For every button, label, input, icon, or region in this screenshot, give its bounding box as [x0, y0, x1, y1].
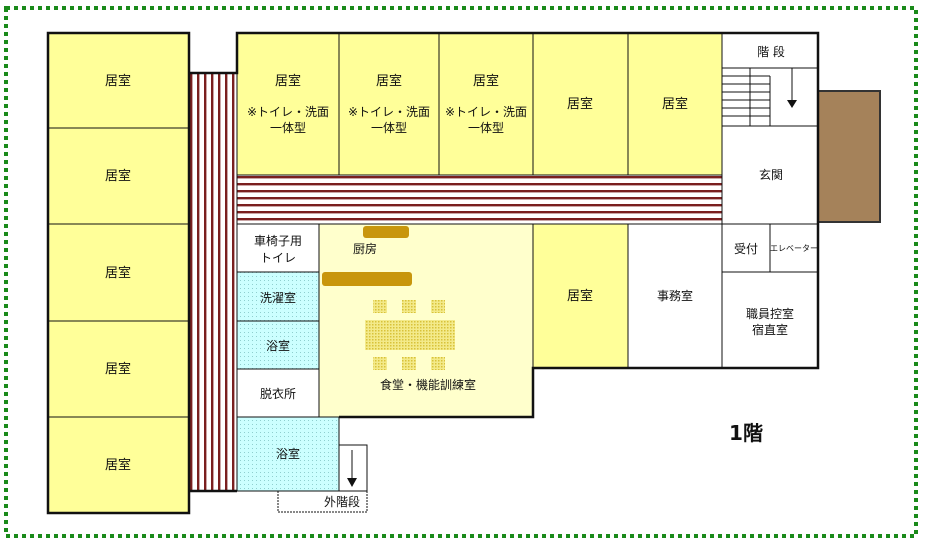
left-room-1: [47, 32, 190, 129]
left-room-column: 居室 居室 居室 居室 居室: [47, 32, 190, 514]
stairs-steps: [722, 67, 818, 134]
bath-room-1-label: 浴室: [266, 338, 290, 353]
top-room-1-note-1: ※トイレ・洗面: [247, 105, 329, 119]
top-room-2-note-1: ※トイレ・洗面: [348, 105, 430, 119]
top-room-1: [236, 32, 340, 176]
left-room-2: [47, 127, 190, 225]
accessible-toilet: [236, 223, 320, 273]
top-room-2-label: 居室: [376, 73, 402, 89]
outdoor-stairs-arrow-icon: [347, 478, 357, 487]
left-room-5-label: 居室: [105, 457, 131, 473]
stairs-label: 階 段: [757, 44, 785, 59]
chair: [373, 300, 387, 313]
dining-table: [365, 320, 455, 350]
kitchen-counter-bottom: [322, 272, 412, 286]
office-label: 事務室: [657, 288, 693, 303]
top-room-3-note-2: 一体型: [468, 121, 504, 135]
reception-label: 受付: [734, 242, 758, 256]
annex-block: [817, 90, 881, 223]
top-room-row: 居室 ※トイレ・洗面 一体型 居室 ※トイレ・洗面 一体型 居室 ※トイレ・洗面…: [236, 32, 723, 176]
left-room-1-label: 居室: [105, 73, 131, 89]
top-room-5-label: 居室: [662, 96, 688, 112]
top-room-1-note-2: 一体型: [270, 121, 306, 135]
dining-table-set: [365, 300, 455, 370]
left-room-3-label: 居室: [105, 265, 131, 281]
staff-room: [721, 271, 819, 369]
top-room-3-label: 居室: [473, 73, 499, 89]
outdoor-stairs-label: 外階段: [324, 494, 360, 509]
changing-room-label: 脱衣所: [260, 386, 296, 401]
chair: [373, 357, 387, 370]
kitchen-label: 厨房: [353, 241, 377, 256]
top-room-4-label: 居室: [567, 96, 593, 112]
chair: [402, 300, 416, 313]
stairs-arrow-icon: [787, 100, 797, 108]
entrance-label: 玄関: [759, 167, 783, 182]
vertical-corridor: [188, 72, 238, 492]
reception: [721, 223, 771, 273]
left-room-4-label: 居室: [105, 361, 131, 377]
office: [627, 223, 723, 369]
top-room-1-label: 居室: [275, 73, 301, 89]
staff-room-label-2: 宿直室: [752, 322, 788, 337]
building-outline: [46, 31, 820, 515]
chair: [402, 357, 416, 370]
bath-room-2: [236, 416, 340, 492]
top-room-2: [338, 32, 440, 176]
floor-label: 1階: [729, 421, 763, 445]
left-room-2-label: 居室: [105, 168, 131, 184]
accessible-toilet-label-1: 車椅子用: [254, 234, 302, 248]
laundry-room-label: 洗濯室: [260, 290, 296, 305]
laundry-room: [236, 271, 320, 322]
middle-room: [532, 223, 629, 369]
kitchen-counter-top: [363, 226, 409, 238]
horizontal-corridor: [236, 174, 723, 225]
chair: [431, 300, 445, 313]
staff-room-label-1: 職員控室: [746, 306, 794, 321]
top-room-3-note-1: ※トイレ・洗面: [445, 105, 527, 119]
bath-room-2-label: 浴室: [276, 446, 300, 461]
page-border: [4, 6, 918, 538]
entrance-area: [721, 125, 819, 225]
dining-room-label: 食堂・機能訓練室: [380, 377, 476, 392]
chair: [431, 357, 445, 370]
top-room-3: [438, 32, 534, 176]
elevator-label: エレベーター: [770, 244, 818, 253]
middle-room-label: 居室: [567, 288, 593, 304]
outdoor-stairs: 外階段: [277, 444, 368, 513]
top-room-2-note-2: 一体型: [371, 121, 407, 135]
accessible-toilet-label-2: トイレ: [260, 251, 296, 265]
